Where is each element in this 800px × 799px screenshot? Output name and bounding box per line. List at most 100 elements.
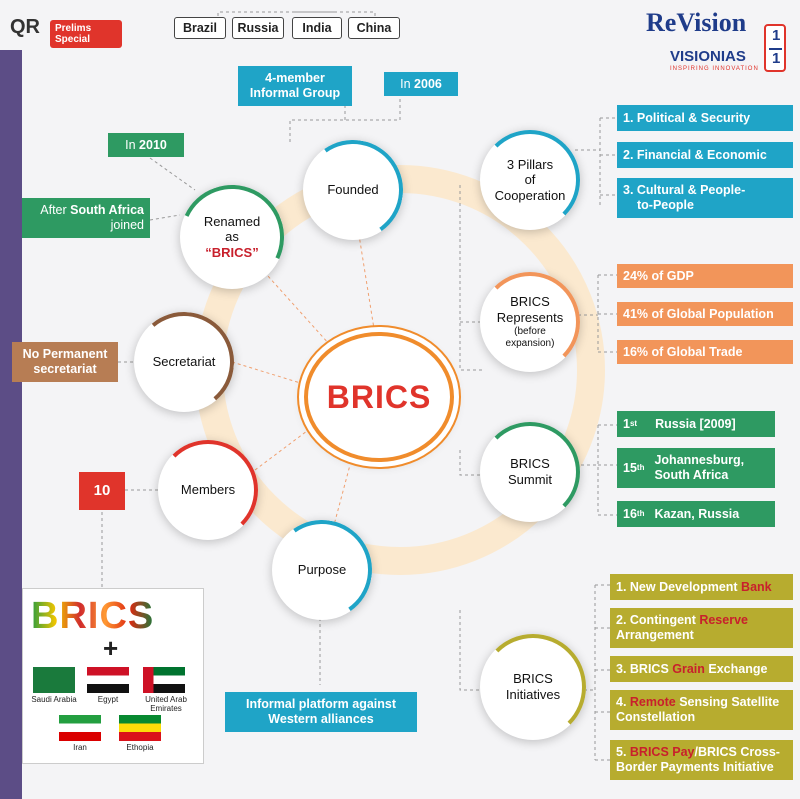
initiative-item-4-hl: Remote [629, 695, 676, 709]
pillars-label-line3: Cooperation [494, 187, 566, 203]
renamed-label-line2: as [225, 229, 239, 245]
renamed-year-prefix: In [125, 137, 140, 152]
center-node: BRICS [304, 332, 454, 462]
initiative-item-4: 4. Remote Sensing Satellite Constellatio… [610, 690, 793, 730]
summit-item-2-num: 15 [623, 460, 637, 475]
left-sidebar-strip [0, 50, 22, 799]
summit-item-2-text2: South Africa [654, 468, 729, 482]
members-flags-panel: BRICS + Saudi Arabia Egypt United Arab E… [22, 588, 204, 764]
renamed-year-box: In 2010 [108, 133, 184, 157]
pillars-label-line2: of [524, 172, 536, 188]
initiatives-label-line2: Initiatives [505, 687, 561, 702]
represents-label-line1: BRICS [510, 294, 550, 310]
founded-year-prefix: In [400, 76, 415, 91]
iran-flag [59, 715, 101, 741]
visionias-wordmark: VISIONIAS [670, 48, 746, 65]
summit-label-line1: BRICS [510, 456, 550, 472]
initiative-item-2-pre: 2. Contingent [616, 613, 700, 627]
renamed-label-line3: “BRICS” [205, 244, 259, 260]
summit-item-1-text: Russia [2009] [655, 416, 736, 431]
initiative-item-3-pre: 3. BRICS [616, 661, 673, 676]
initiatives-arc [480, 634, 586, 740]
summit-item-2-sup: th [636, 463, 645, 473]
secretariat-note-line2: secretariat [33, 362, 97, 376]
renamed-note-line1: After South Africa [40, 203, 144, 218]
represents-item-trade: 16% of Global Trade [617, 340, 793, 364]
initiatives-label-line1: BRICS [513, 671, 553, 687]
revision-wordmark: ReVision [646, 8, 747, 37]
country-china: China [348, 17, 400, 39]
initiative-item-5-hl: BRICS Pay [629, 745, 695, 759]
initiative-item-5-pre: 5. [616, 745, 630, 759]
egypt-label: Egypt [97, 695, 119, 704]
initiative-item-1-hl: Bank [741, 579, 772, 594]
saudi-arabia-label: Saudi Arabia [31, 695, 77, 704]
initiative-item-5-line2: Border Payments Initiative [616, 760, 774, 774]
pillar-item-1: 1. Political & Security [617, 105, 793, 131]
summit-item-3-text: Kazan, Russia [654, 506, 740, 521]
pillar-item-2: 2. Financial & Economic [617, 142, 793, 168]
pillars-node: 3 Pillars of Cooperation [480, 130, 580, 230]
summit-node: BRICS Summit [480, 422, 580, 522]
center-label: BRICS [326, 378, 432, 415]
secretariat-label: Secretariat [152, 354, 216, 370]
ethiopia-label: Ethopia [126, 743, 154, 752]
egypt-flag [87, 667, 129, 693]
secretariat-node: Secretariat [129, 307, 239, 417]
founded-label: Founded [327, 182, 379, 198]
renamed-label-line1: Renamed [203, 213, 261, 229]
purpose-note-box: Informal platform against Western allian… [225, 692, 417, 732]
uae-label: United Arab Emirates [145, 695, 187, 713]
ethiopia-flag [119, 715, 161, 741]
pillar-item-3: 3. Cultural & People- to-People [617, 178, 793, 218]
summit-item-1-sup: st [629, 419, 638, 429]
members-count-box: 10 [79, 472, 125, 510]
initiative-item-3-hl: Grain [672, 661, 705, 676]
secretariat-note-line1: No Permanent [22, 347, 108, 361]
qr-logo-mark: QR [10, 16, 40, 38]
uae-flag [143, 667, 185, 693]
founded-node: Founded [295, 132, 411, 248]
renamed-note-suffix: joined [110, 218, 144, 232]
fraction-bottom: 1 [772, 50, 781, 67]
initiative-item-2-line1: 2. Contingent Reserve [616, 613, 748, 628]
summit-item-3-sup: th [636, 509, 645, 519]
renamed-note-bold: South Africa [70, 203, 144, 217]
initiative-item-5-line1: 5. BRICS Pay/BRICS Cross- [616, 745, 780, 760]
country-russia: Russia [232, 17, 284, 39]
country-brazil: Brazil [174, 17, 226, 39]
initiatives-node: BRICS Initiatives [480, 634, 586, 740]
summit-label-line2: Summit [507, 472, 553, 487]
saudi-arabia-flag [33, 667, 75, 693]
represents-arc [480, 272, 580, 372]
plus-sign: + [103, 633, 119, 663]
purpose-node: Purpose [264, 512, 380, 628]
informal-group-line1: 4-member [265, 71, 325, 85]
revision-logo: ReVision VISIONIAS INSPIRING INNOVATION … [640, 8, 790, 76]
renamed-year: 2010 [139, 137, 167, 152]
summit-item-3-num: 16 [623, 506, 637, 521]
purpose-note-line1: Informal platform against [245, 697, 397, 711]
initiative-item-2-hl: Reserve [699, 613, 748, 627]
renamed-note-prefix: After [40, 203, 71, 217]
prelims-special-tag: Prelims Special [50, 20, 122, 48]
fraction-badge: 1 1 [764, 24, 786, 72]
represents-label-line3: (before [514, 325, 546, 337]
pillar-item-3-line1: 3. Cultural & People- [623, 183, 746, 197]
represents-item-population: 41% of Global Population [617, 302, 793, 326]
summit-item-2-text-wrap: Johannesburg, South Africa [654, 453, 744, 483]
represents-label-line2: Represents [496, 310, 564, 325]
country-india: India [292, 17, 342, 39]
informal-group-line2: Informal Group [249, 86, 341, 100]
initiative-item-3-post: Exchange [704, 661, 768, 676]
represents-item-gdp: 24% of GDP [617, 264, 793, 288]
renamed-note-box: After South Africa joined [22, 198, 150, 238]
renamed-node: Renamed as “BRICS” [165, 170, 299, 304]
represents-node: BRICS Represents (before expansion) [480, 272, 580, 372]
pillars-arc [480, 130, 580, 230]
fraction-top: 1 [772, 27, 781, 44]
